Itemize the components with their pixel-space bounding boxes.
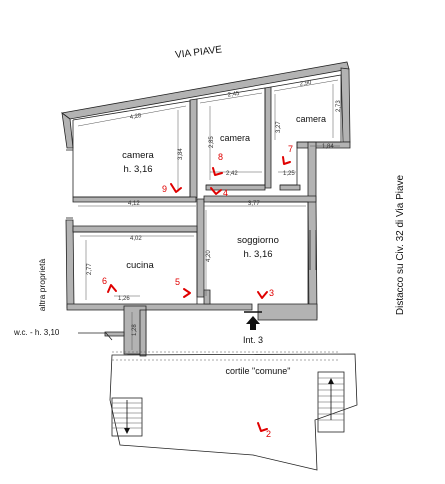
interior-walls — [72, 86, 317, 305]
svg-text:4: 4 — [223, 188, 228, 198]
dim-label: 4,12 — [128, 201, 140, 207]
room-camera-right-label: camera — [296, 114, 326, 124]
dim-label: 2,90 — [299, 80, 312, 88]
svg-text:2: 2 — [266, 429, 271, 439]
viewpoint-6: 6 — [102, 276, 117, 293]
wc-leader-line — [78, 332, 113, 341]
left-staircase — [111, 397, 143, 437]
viewpoint-5: 5 — [175, 277, 191, 298]
entrance-arrow-icon — [244, 311, 262, 330]
dim-label: 1,28 — [132, 324, 138, 336]
dim-label: 1,84 — [322, 144, 334, 150]
viewpoint-3: 3 — [257, 288, 274, 299]
svg-text:6: 6 — [102, 276, 107, 286]
dim-label: 4,02 — [130, 236, 142, 242]
viewpoint-8: 8 — [212, 152, 223, 176]
room-camera-mid-label: camera — [220, 133, 250, 143]
exterior-walls — [61, 61, 351, 357]
viewpoint-7: 7 — [282, 144, 293, 165]
viewpoint-markers: 9 8 7 4 6 5 3 2 — [102, 144, 293, 439]
svg-text:3: 3 — [269, 288, 274, 298]
dimension-lines — [77, 79, 340, 350]
dim-label: 3,27 — [276, 121, 282, 133]
entrance-label: Int. 3 — [243, 335, 263, 345]
svg-text:5: 5 — [175, 277, 180, 287]
svg-text:8: 8 — [218, 152, 223, 162]
dimension-labels: 4,28 2,45 2,90 2,73 3,27 2,85 1,84 3,84 … — [87, 80, 342, 336]
viewpoint-2: 2 — [257, 422, 271, 439]
room-cucina-label: cucina — [126, 260, 154, 271]
dim-label: 2,77 — [87, 263, 93, 275]
svg-text:7: 7 — [288, 144, 293, 154]
room-soggiorno-label: soggiorno — [237, 235, 279, 246]
room-wc-label: w.c. - h. 3,10 — [13, 328, 60, 337]
neighbor-property-label: altra proprietà — [37, 259, 47, 312]
dim-label: 2,73 — [336, 100, 342, 112]
dim-label: 1,25 — [283, 171, 295, 177]
right-staircase — [317, 371, 345, 433]
room-soggiorno-height: h. 3,16 — [243, 249, 272, 260]
street-label: VIA PIAVE — [175, 44, 223, 61]
courtyard-label: cortile "comune" — [226, 366, 291, 376]
viewpoint-9: 9 — [162, 183, 182, 194]
room-labels: camera h. 3,16 camera camera soggiorno h… — [13, 114, 406, 376]
room-camera-main-label: camera — [122, 150, 154, 161]
dim-label: 3,77 — [248, 201, 260, 207]
dim-label: 2,85 — [209, 136, 215, 148]
dim-label: 4,20 — [206, 250, 212, 262]
room-outlines — [66, 74, 342, 304]
dim-label: 3,84 — [178, 148, 184, 160]
dim-label: 4,28 — [129, 113, 142, 121]
viewpoint-4: 4 — [210, 187, 228, 198]
svg-text:9: 9 — [162, 184, 167, 194]
courtyard — [109, 351, 358, 471]
dim-label: 2,45 — [227, 91, 240, 99]
distance-note: Distacco su Civ. 32 di Via Piave — [395, 174, 406, 315]
room-camera-main-height: h. 3,16 — [123, 164, 152, 175]
dim-label: 2,42 — [226, 171, 238, 177]
dim-label: 1,26 — [118, 296, 130, 302]
